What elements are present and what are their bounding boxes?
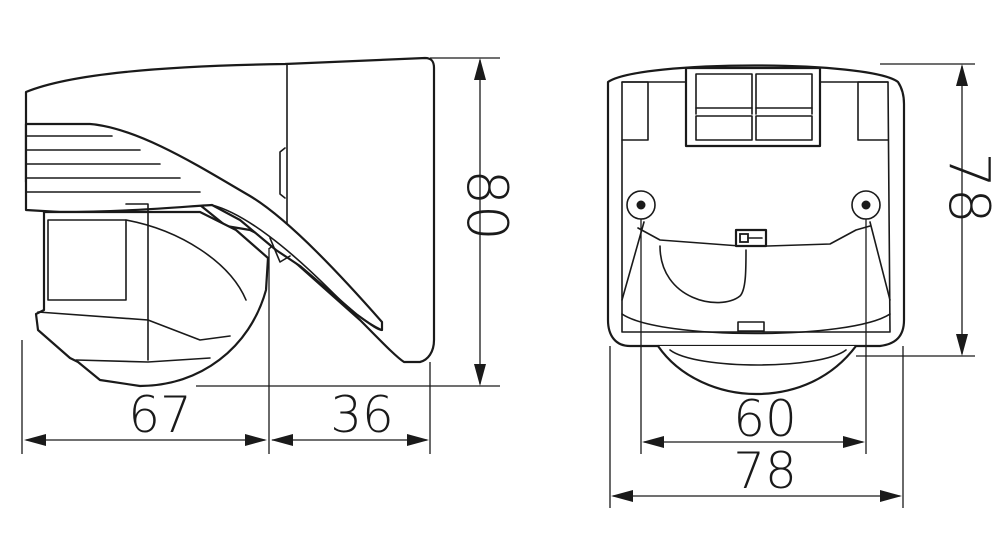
front-compartment: [637, 225, 871, 247]
dim-front-60: 60: [642, 390, 865, 448]
dim-label-67: 67: [128, 386, 192, 444]
side-mount-tab: [269, 237, 291, 263]
side-lens-arc: [125, 219, 247, 301]
dim-label-78-width: 78: [733, 442, 797, 500]
dim-side-80: 80: [454, 58, 519, 386]
front-view: [606, 64, 906, 396]
front-housing: [606, 64, 906, 348]
side-lens-base: [75, 357, 211, 363]
side-sensor-head: [34, 210, 270, 388]
dim-side-36: 36: [271, 386, 429, 446]
side-band-lower-edge: [211, 204, 383, 331]
dim-label-80: 80: [454, 169, 519, 240]
dim-front-78-width: 78: [611, 442, 902, 502]
side-lens-inner: [125, 203, 149, 361]
side-ribbed-band: [24, 122, 384, 332]
dim-label-36: 36: [330, 386, 394, 444]
front-inner-bottom: [621, 313, 891, 335]
dim-side-67: 67: [24, 386, 267, 446]
side-clip: [279, 147, 286, 199]
front-lower-lines: [621, 221, 891, 301]
front-left-rail: [621, 81, 649, 141]
dimensions: 67 36 80 78: [21, 57, 993, 508]
side-lens-window: [47, 219, 127, 301]
front-lens-dome: [656, 344, 858, 396]
front-switch: [734, 228, 768, 248]
side-ribs: [25, 135, 201, 193]
side-view: [24, 56, 436, 388]
dim-label-60: 60: [733, 390, 797, 448]
front-terminal-block: [684, 66, 822, 148]
side-lens-lower: [37, 311, 231, 341]
front-lens-rim: [669, 349, 847, 366]
front-cable-entry: [659, 245, 747, 304]
dim-label-78-height: 78: [936, 152, 993, 223]
dim-front-78-height: 78: [936, 64, 993, 356]
front-slot: [737, 321, 765, 332]
front-right-rail: [857, 81, 889, 141]
